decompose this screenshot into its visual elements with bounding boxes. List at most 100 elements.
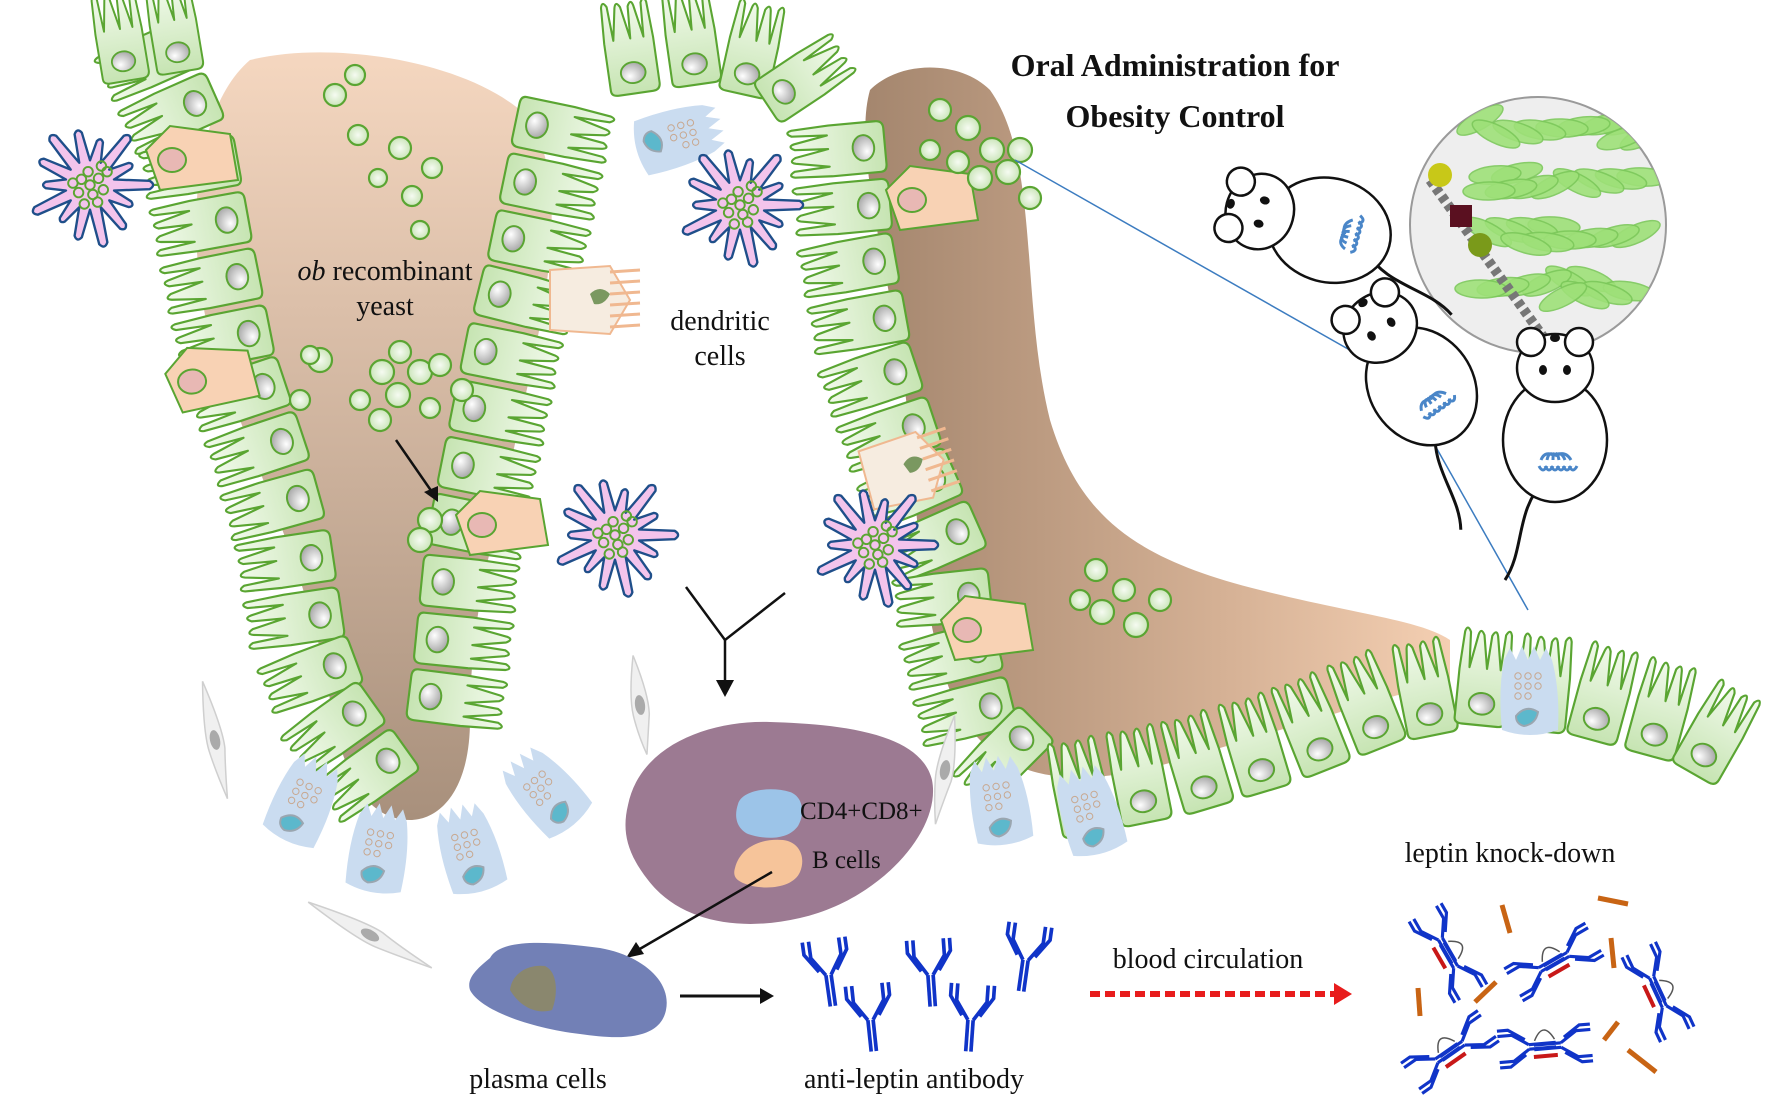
- plasma-nucleus: [510, 965, 556, 1012]
- mouse-eye: [1259, 196, 1270, 205]
- enterocyte-nucleus: [451, 451, 475, 480]
- engulfed-yeast: [617, 522, 630, 535]
- antibody-fc: [1441, 1043, 1466, 1062]
- antibody-fc: [1533, 1041, 1561, 1047]
- mouse-ear: [1330, 304, 1361, 336]
- free-leptin: [1473, 980, 1498, 1004]
- fibroblast: [307, 901, 433, 969]
- m-cell: [164, 346, 261, 414]
- mucin-granule: [537, 784, 545, 792]
- antibody-fc: [969, 1020, 975, 1052]
- engulfed-yeast: [745, 180, 758, 192]
- antibody-arm: [1470, 1039, 1500, 1049]
- engulfed-yeast: [592, 527, 604, 539]
- yeast-cell: [400, 184, 424, 208]
- engulfed-yeast: [722, 206, 735, 219]
- antibody-fc: [963, 1019, 970, 1052]
- yeast-cell: [449, 377, 475, 403]
- antibody-arm: [948, 982, 964, 1017]
- enterocyte-nucleus: [225, 263, 250, 291]
- antibody-arm: [843, 986, 863, 1018]
- enterocyte-nucleus: [883, 358, 908, 386]
- enterocyte-nucleus: [733, 62, 761, 86]
- goblet-body: [262, 753, 338, 849]
- yeast-cell: [346, 123, 370, 147]
- m-cell-body: [884, 164, 980, 232]
- antibody-arm: [911, 940, 930, 977]
- antibody-arm: [871, 982, 886, 1021]
- engulfed-yeast: [880, 520, 893, 532]
- mouse-eye: [1539, 365, 1547, 375]
- goblet-cell: [969, 755, 1034, 846]
- yeast-cell: [1083, 557, 1109, 583]
- yeast-label-line-2: yeast: [356, 291, 414, 322]
- antibody-arm: [1400, 1055, 1430, 1065]
- bound-leptin: [1533, 1052, 1559, 1060]
- connector-line-top: [1014, 159, 1386, 371]
- mucin-granule: [1071, 795, 1079, 804]
- antibody-fc: [829, 974, 838, 1007]
- fibroblast-nucleus: [939, 760, 951, 780]
- enterocyte-nucleus: [462, 394, 487, 423]
- yeast-cell: [299, 344, 321, 366]
- antibody-arm: [1665, 1004, 1691, 1030]
- mouse-nose: [1358, 298, 1368, 308]
- m-cell-nucleus: [157, 147, 187, 173]
- mucin-granule: [472, 838, 481, 846]
- engulfed-yeast: [607, 515, 619, 528]
- mucin-granule: [1524, 672, 1532, 680]
- free-antibody: [904, 937, 953, 1007]
- engulfed-yeast: [751, 185, 763, 198]
- mucin-granule: [669, 133, 678, 142]
- engulfed-yeast: [92, 172, 105, 185]
- mucin-granule: [1514, 672, 1522, 680]
- hinge: [1448, 940, 1464, 960]
- goblet-body: [502, 747, 593, 839]
- enterocyte: [661, 0, 723, 89]
- enterocyte-nucleus: [945, 518, 970, 546]
- engulfed-yeast: [728, 218, 740, 230]
- dendritic-cell: [681, 149, 805, 268]
- yeast-cell: [994, 158, 1022, 186]
- mouse: [1330, 277, 1479, 530]
- mucin-granule: [677, 121, 685, 130]
- antibody-arm: [1412, 918, 1440, 942]
- free-antibody: [948, 982, 997, 1052]
- goblet-nucleus: [1082, 827, 1105, 848]
- m-cell-nucleus: [952, 617, 982, 643]
- mouse-ear: [1225, 166, 1257, 197]
- engulfed-yeast: [742, 192, 755, 205]
- antibody-arm: [1569, 949, 1602, 960]
- enterocyte: [1566, 640, 1639, 746]
- antibody-arm: [806, 941, 828, 977]
- goblet-nucleus: [642, 130, 663, 153]
- mucin-granule: [983, 794, 992, 802]
- m-cell-nucleus: [897, 187, 927, 213]
- engulfed-yeast: [857, 546, 870, 559]
- mucin-granule: [530, 776, 539, 785]
- mucin-granule: [993, 792, 1002, 801]
- enterocyte: [405, 668, 509, 730]
- goblet-nucleus: [549, 800, 569, 824]
- mucin-granule: [375, 840, 383, 848]
- title-line-2: Obesity Control: [1065, 98, 1285, 135]
- engulfed-yeast: [717, 197, 729, 209]
- goblet-cell: [345, 803, 408, 894]
- microvillus: [609, 323, 641, 329]
- mucin-granule: [1076, 815, 1084, 823]
- enterocyte-nucleus: [214, 206, 239, 234]
- enterocyte-nucleus: [1362, 715, 1390, 740]
- mucin-granule: [679, 131, 688, 139]
- enterocyte: [1672, 678, 1761, 785]
- goblet-nucleus: [462, 865, 485, 886]
- mucin-granule: [535, 798, 544, 807]
- engulfed-yeast: [101, 165, 113, 178]
- ob-gene-name: ob: [297, 256, 326, 287]
- mucin-granule: [292, 787, 300, 796]
- antibody-arm: [1625, 954, 1651, 980]
- yeast-cell: [387, 135, 413, 161]
- engulfed-yeast: [91, 196, 104, 208]
- mucin-granule: [686, 119, 695, 127]
- enterocyte-nucleus: [872, 304, 897, 332]
- free-antibody: [843, 981, 892, 1052]
